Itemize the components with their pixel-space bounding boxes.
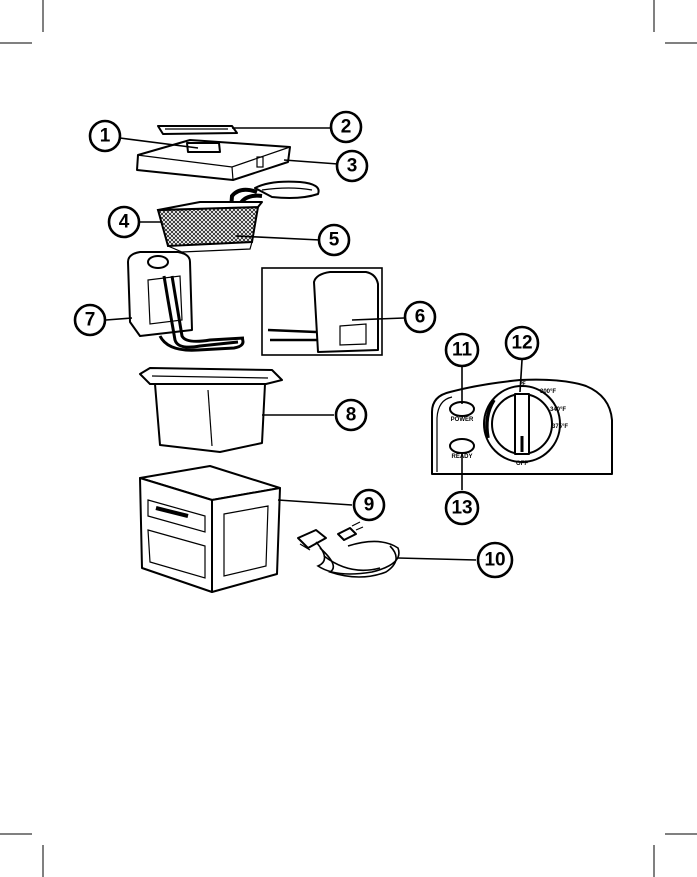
svg-text:1: 1 (100, 126, 111, 147)
frying-basket-illustration (158, 202, 262, 252)
control-panel-illustration: POWER READY OFF ℉ 300°F 340°F 375°F (432, 380, 612, 474)
housing-illustration (140, 466, 280, 592)
lid-window-cover-illustration (158, 126, 237, 134)
svg-text:8: 8 (346, 405, 357, 426)
callout-3: 3 (337, 151, 367, 181)
dial-off-label: OFF (516, 461, 528, 467)
power-cord-illustration (298, 522, 399, 577)
svg-text:3: 3 (347, 156, 358, 177)
svg-text:9: 9 (364, 495, 375, 516)
svg-text:7: 7 (85, 310, 96, 331)
svg-text:2: 2 (341, 117, 352, 138)
svg-text:10: 10 (484, 550, 505, 571)
svg-text:12: 12 (511, 333, 532, 354)
callout-4: 4 (109, 207, 139, 237)
lid-illustration (137, 140, 290, 180)
oil-container-illustration (140, 368, 282, 452)
callout-1: 1 (90, 121, 120, 151)
power-light-label: POWER (451, 417, 474, 423)
svg-text:11: 11 (452, 340, 473, 361)
callout-11: 11 (446, 334, 478, 366)
dial-mark-1: 300°F (540, 389, 556, 395)
svg-text:4: 4 (119, 212, 130, 233)
callout-12: 12 (506, 327, 538, 359)
control-unit-inset (262, 268, 382, 355)
dial-mark-2: 340°F (550, 407, 566, 413)
heating-element-illustration (128, 252, 244, 350)
callout-7: 7 (75, 305, 105, 335)
callout-5: 5 (319, 225, 349, 255)
svg-text:5: 5 (329, 230, 340, 251)
callout-2: 2 (331, 112, 361, 142)
callout-9: 9 (354, 490, 384, 520)
dial-mark-3: 375°F (552, 424, 568, 430)
callout-8: 8 (336, 400, 366, 430)
callout-6: 6 (405, 302, 435, 332)
callout-13: 13 (446, 492, 478, 524)
svg-text:13: 13 (451, 498, 472, 519)
callout-10: 10 (478, 543, 512, 577)
svg-text:6: 6 (415, 307, 426, 328)
